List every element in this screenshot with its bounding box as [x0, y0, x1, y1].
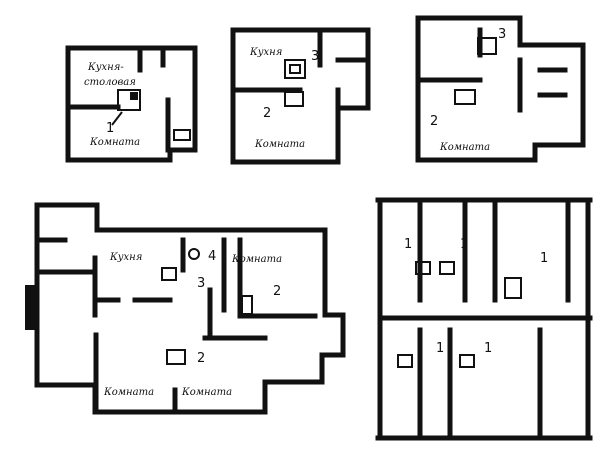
callout-number: 1 — [404, 237, 412, 252]
callout-number: 1 — [436, 341, 444, 356]
room-label: Кухня — [249, 47, 282, 58]
callout-number: 3 — [311, 49, 319, 64]
plan-4: Кухня Комната Комната Комната 4 3 2 2 — [25, 202, 346, 415]
callout-number: 2 — [430, 114, 438, 129]
callout-number: 1 — [460, 237, 468, 252]
callout-number: 2 — [273, 284, 281, 299]
room-label: Комната — [103, 387, 154, 398]
room-label: Комната — [231, 254, 282, 265]
callout-number: 1 — [484, 341, 492, 356]
callout-number: 4 — [208, 249, 216, 264]
callout-number: 1 — [106, 121, 114, 136]
plan-2: Кухня Комната 3 2 — [230, 27, 371, 165]
room-label: Комната — [439, 142, 490, 153]
room-label: столовая — [84, 77, 136, 88]
room-label: Комната — [181, 387, 232, 398]
callout-number: 2 — [197, 351, 205, 366]
room-label: Комната — [89, 137, 140, 148]
callout-number: 2 — [263, 106, 271, 121]
room-label: Кухня — [109, 252, 142, 263]
callout-number: 3 — [498, 27, 506, 42]
plan-5: 1 1 1 1 1 — [375, 197, 593, 441]
room-label: Комната — [254, 139, 305, 150]
plan-3: Комната 3 2 — [415, 15, 586, 163]
callout-number: 1 — [540, 251, 548, 266]
room-label: Кухня- — [87, 62, 124, 73]
plan-1: Кухня- столовая Комната 1 — [65, 45, 198, 163]
callout-number: 3 — [197, 276, 205, 291]
